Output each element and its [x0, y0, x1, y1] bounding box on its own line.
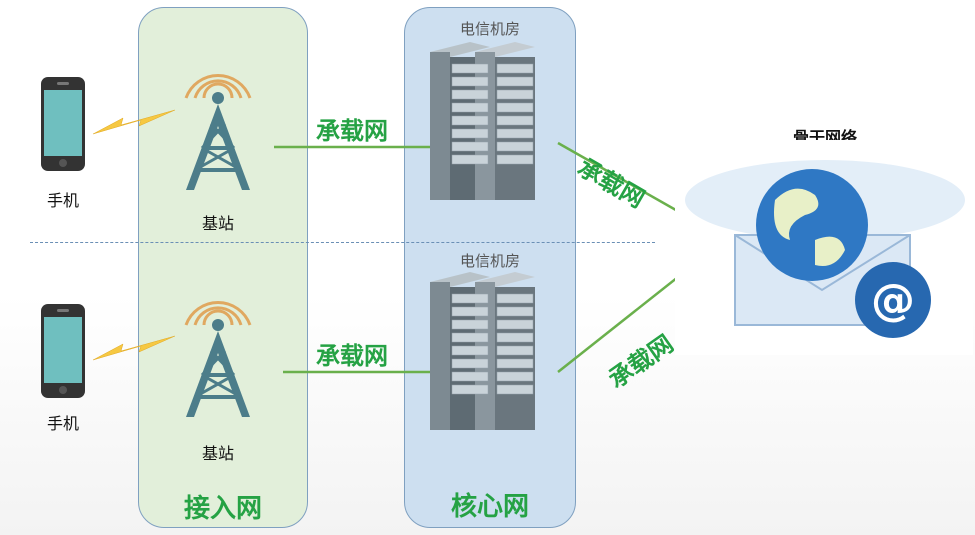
wireless-signal-icon: [93, 335, 175, 361]
station-label: 基站: [201, 214, 234, 233]
phone-label: 手机: [46, 191, 79, 210]
link-top-core-backbone: [557, 141, 698, 224]
phone-icon: [41, 77, 85, 171]
phone-label: 手机: [46, 414, 79, 433]
server-rack-icon: [430, 272, 535, 430]
link-bottom-core-backbone: [557, 261, 698, 373]
wireless-signal-icon: [93, 109, 175, 135]
core-network-label: 核心网: [450, 492, 529, 522]
divider-line: [30, 242, 655, 243]
access-network-zone: [138, 7, 308, 528]
cell-tower-icon: [184, 73, 252, 190]
room-label: 电信机房: [459, 20, 520, 38]
station-label: 基站: [201, 444, 234, 463]
internet-globe-icon: @: [675, 140, 973, 355]
cell-tower-icon: [184, 300, 252, 417]
phone-icon: [41, 304, 85, 398]
carrier-label: 承载网: [316, 117, 388, 145]
svg-text:@: @: [871, 275, 915, 326]
room-label: 电信机房: [459, 252, 520, 270]
server-rack-icon: [430, 42, 535, 200]
access-network-label: 接入网: [183, 494, 262, 524]
carrier-label: 承载网: [316, 342, 388, 370]
